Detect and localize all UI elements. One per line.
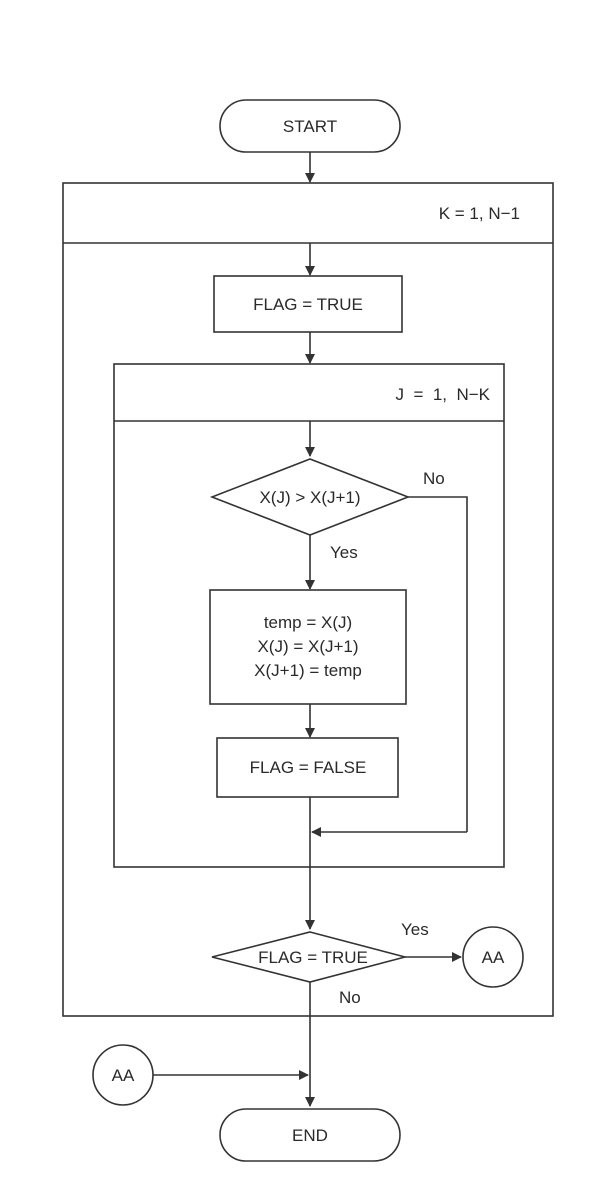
outer-loop-label: K = 1, N−1 bbox=[439, 204, 520, 223]
swap-process bbox=[209, 589, 407, 705]
swap-line-2: X(J) = X(J+1) bbox=[257, 637, 358, 656]
end-label: END bbox=[292, 1126, 328, 1145]
flag-true-label: FLAG = TRUE bbox=[253, 295, 363, 314]
compare-no-path bbox=[408, 496, 468, 832]
swap-line-1: temp = X(J) bbox=[264, 613, 352, 632]
flag-true-process bbox=[213, 275, 403, 333]
end-terminator bbox=[219, 1108, 401, 1162]
outer-loop-box bbox=[62, 182, 554, 1017]
connector-in-label: AA bbox=[112, 1066, 135, 1085]
swap-line-3: X(J+1) = temp bbox=[254, 661, 362, 680]
check-yes-label: Yes bbox=[401, 920, 429, 939]
connector-out-label: AA bbox=[482, 948, 505, 967]
inner-loop-label: J = 1, N−K bbox=[396, 385, 491, 404]
connector-out-aa bbox=[462, 926, 524, 988]
flag-false-process bbox=[216, 737, 399, 798]
compare-yes-label: Yes bbox=[330, 543, 358, 562]
check-flag-label: FLAG = TRUE bbox=[258, 948, 368, 967]
check-no-label: No bbox=[339, 988, 361, 1007]
start-label: START bbox=[283, 117, 337, 136]
flag-false-label: FLAG = FALSE bbox=[250, 758, 367, 777]
inner-loop-box bbox=[113, 363, 505, 868]
compare-no-label: No bbox=[423, 469, 445, 488]
compare-label: X(J) > X(J+1) bbox=[259, 488, 360, 507]
